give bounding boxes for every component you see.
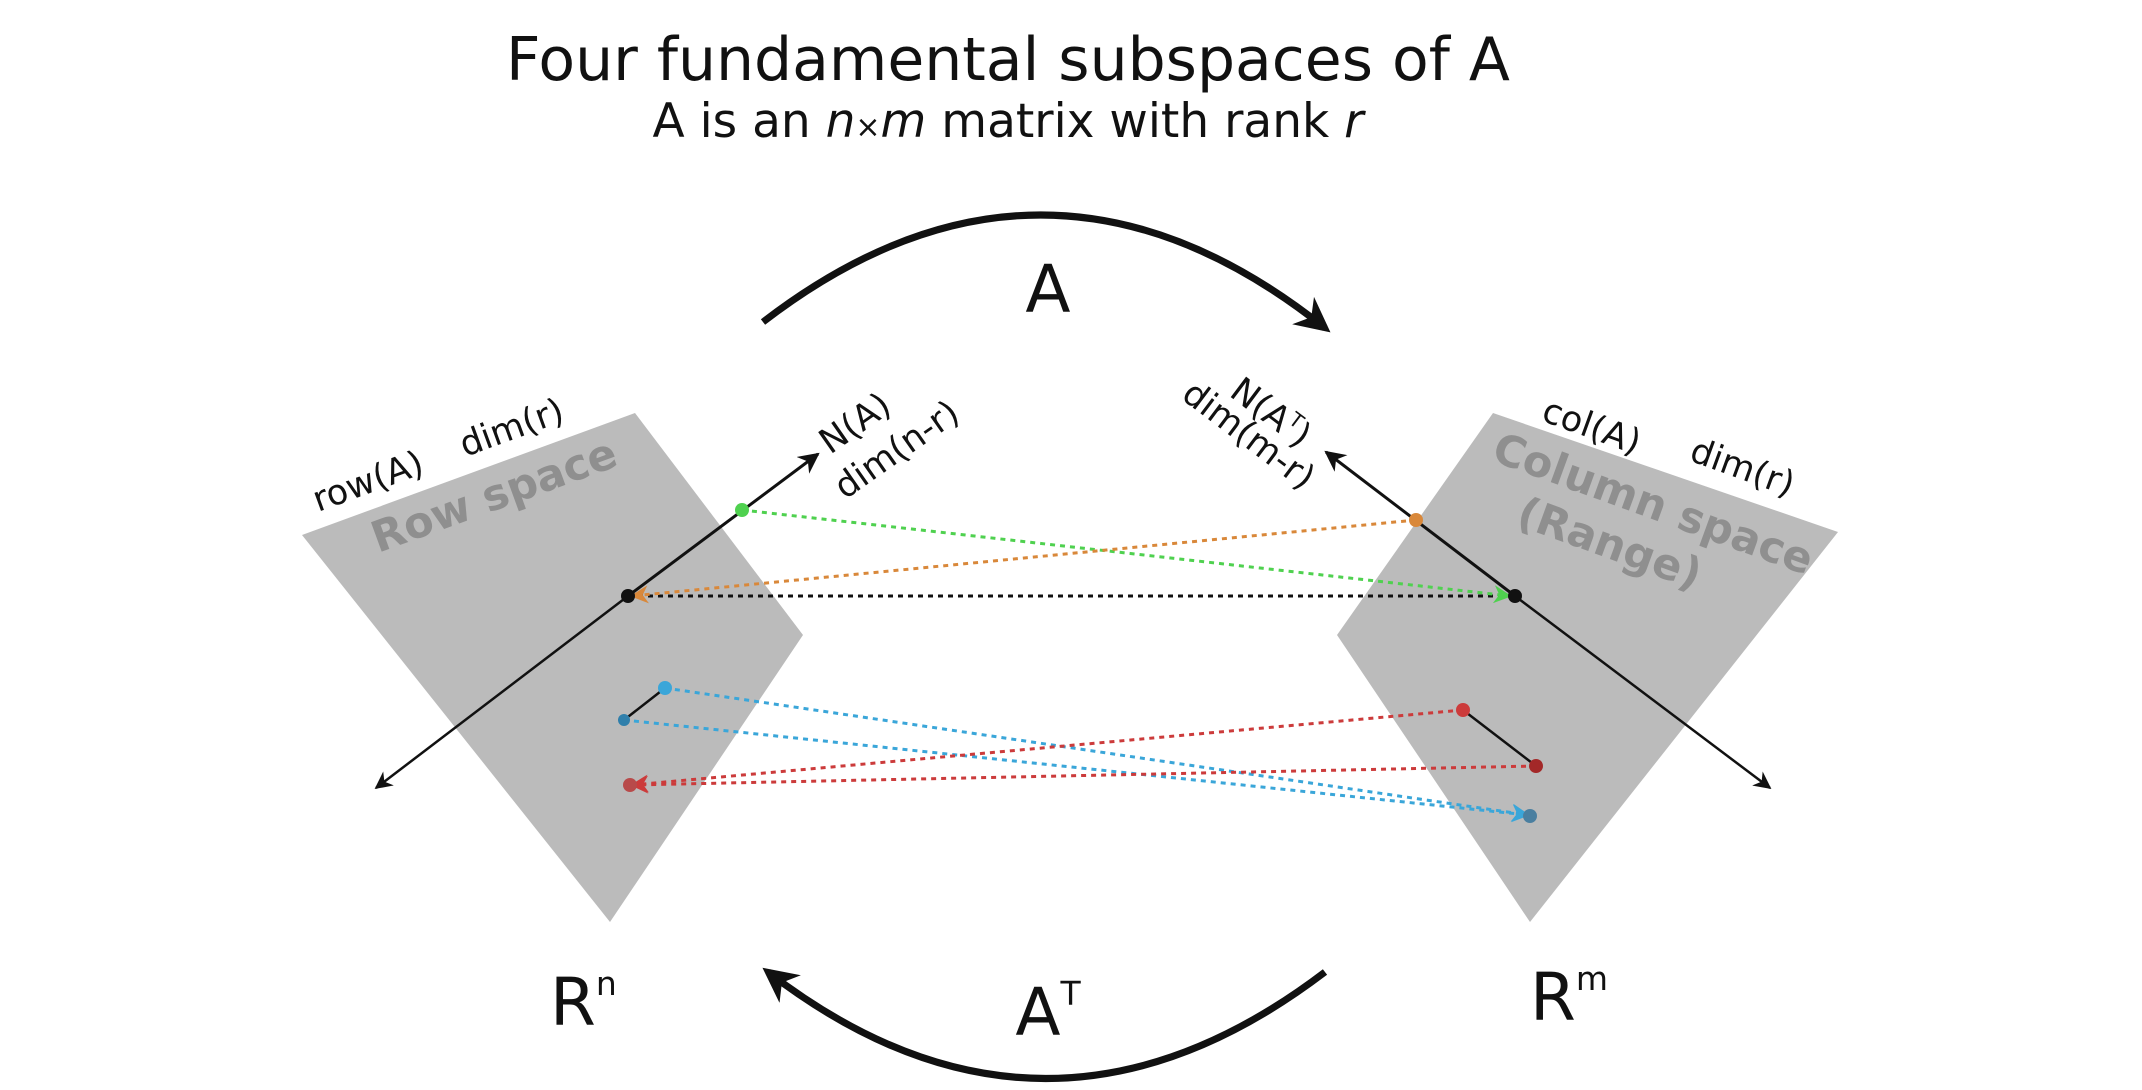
left-origin-point xyxy=(621,589,635,603)
red-point-1 xyxy=(1456,703,1470,717)
red-vector xyxy=(1462,709,1537,767)
red-point-2 xyxy=(1529,759,1543,773)
red-mapping-2 xyxy=(630,764,1537,794)
backward-map-arrow xyxy=(762,967,1328,1082)
blue-point-2 xyxy=(618,714,630,726)
diagram-subtitle: A is an n×m matrix with rank r xyxy=(653,94,1367,149)
null-space-axis xyxy=(627,452,820,598)
green-point xyxy=(735,503,749,517)
column-space-plane xyxy=(1337,413,1838,922)
right-space-label: Rm xyxy=(1530,959,1608,1036)
blue-mapping-2 xyxy=(623,718,1530,823)
blue-point-1 xyxy=(658,681,672,695)
row-space-axis xyxy=(374,595,629,790)
diagram-title: Four fundamental subspaces of A xyxy=(506,25,1510,95)
column-space-axis xyxy=(1514,595,1772,790)
row-space-plane xyxy=(302,413,803,922)
forward-map-label: A xyxy=(1025,251,1070,328)
right-origin-point xyxy=(1508,589,1522,603)
orange-point xyxy=(1409,513,1423,527)
forward-map-arrow xyxy=(760,211,1331,333)
red-target-point xyxy=(623,778,637,792)
red-mapping-1 xyxy=(630,708,1464,793)
left-space-label: Rn xyxy=(550,964,617,1041)
blue-target-point xyxy=(1523,809,1537,823)
blue-vector xyxy=(623,687,666,721)
backward-map-label: AT xyxy=(1015,974,1081,1051)
orange-mapping xyxy=(630,518,1417,604)
green-mapping xyxy=(741,508,1512,604)
